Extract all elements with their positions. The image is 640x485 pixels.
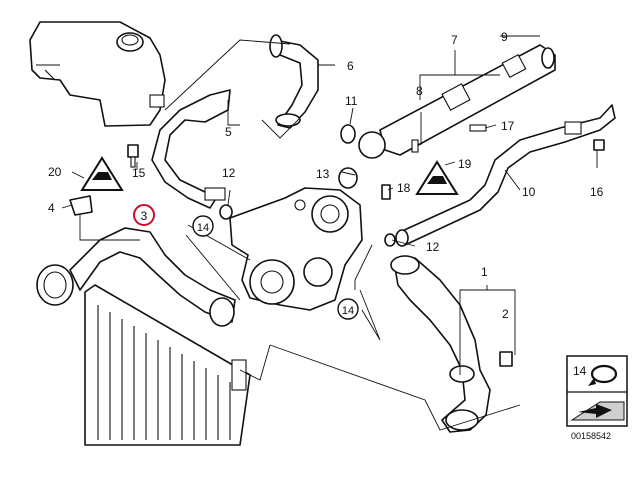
callout-4: 4	[48, 201, 55, 215]
callout-14-right: 14	[337, 298, 359, 320]
callout-12-top: 12	[222, 166, 236, 180]
callout-2: 2	[502, 307, 509, 321]
callout-10: 10	[522, 185, 536, 199]
callout-20: 20	[48, 165, 62, 179]
triangle-clip-warning-icon	[80, 156, 124, 191]
svg-text:14: 14	[197, 222, 209, 234]
hose-clamp-icon	[588, 364, 618, 386]
callout-14-left: 14	[192, 215, 214, 237]
callout-15: 15	[132, 166, 146, 180]
callout-18: 18	[397, 181, 411, 195]
callout-17: 17	[501, 119, 515, 133]
callout-12-bottom: 12	[426, 240, 440, 254]
inset-label: 14	[573, 364, 587, 378]
callout-19: 19	[458, 157, 472, 171]
svg-text:14: 14	[342, 305, 354, 317]
inset-box	[566, 355, 628, 427]
callout-3-highlighted: 3	[133, 204, 155, 226]
callout-13: 13	[316, 167, 330, 181]
fasteners	[69, 124, 605, 367]
callout-9: 9	[501, 30, 508, 44]
callout-11: 11	[345, 94, 358, 108]
callout-8: 8	[416, 84, 423, 98]
svg-text:3: 3	[141, 209, 148, 223]
bypass-hose	[395, 104, 616, 247]
callout-16: 16	[590, 185, 604, 199]
water-pump	[229, 187, 363, 311]
triangle-clip-warning-icon	[415, 160, 459, 195]
expansion-tank	[29, 21, 166, 127]
upper-radiator-hose	[269, 34, 319, 129]
callout-5: 5	[225, 125, 232, 139]
callout-7: 7	[451, 33, 458, 47]
leader-lines	[61, 35, 598, 431]
callout-labels: 6 5 7 9 11 8 17 12 13 19 18 10 16 20 15 …	[48, 30, 604, 321]
removal-arrow-icon	[570, 401, 625, 421]
o-rings	[219, 124, 396, 247]
lower-hose	[36, 227, 236, 327]
bleed-hose	[151, 89, 231, 209]
lower-right-hose	[390, 255, 491, 433]
diagram-number: 00158542	[571, 431, 611, 441]
radiator	[84, 284, 251, 446]
coolant-pipe	[358, 44, 556, 159]
callout-6: 6	[347, 59, 354, 73]
callout-1: 1	[481, 265, 488, 279]
